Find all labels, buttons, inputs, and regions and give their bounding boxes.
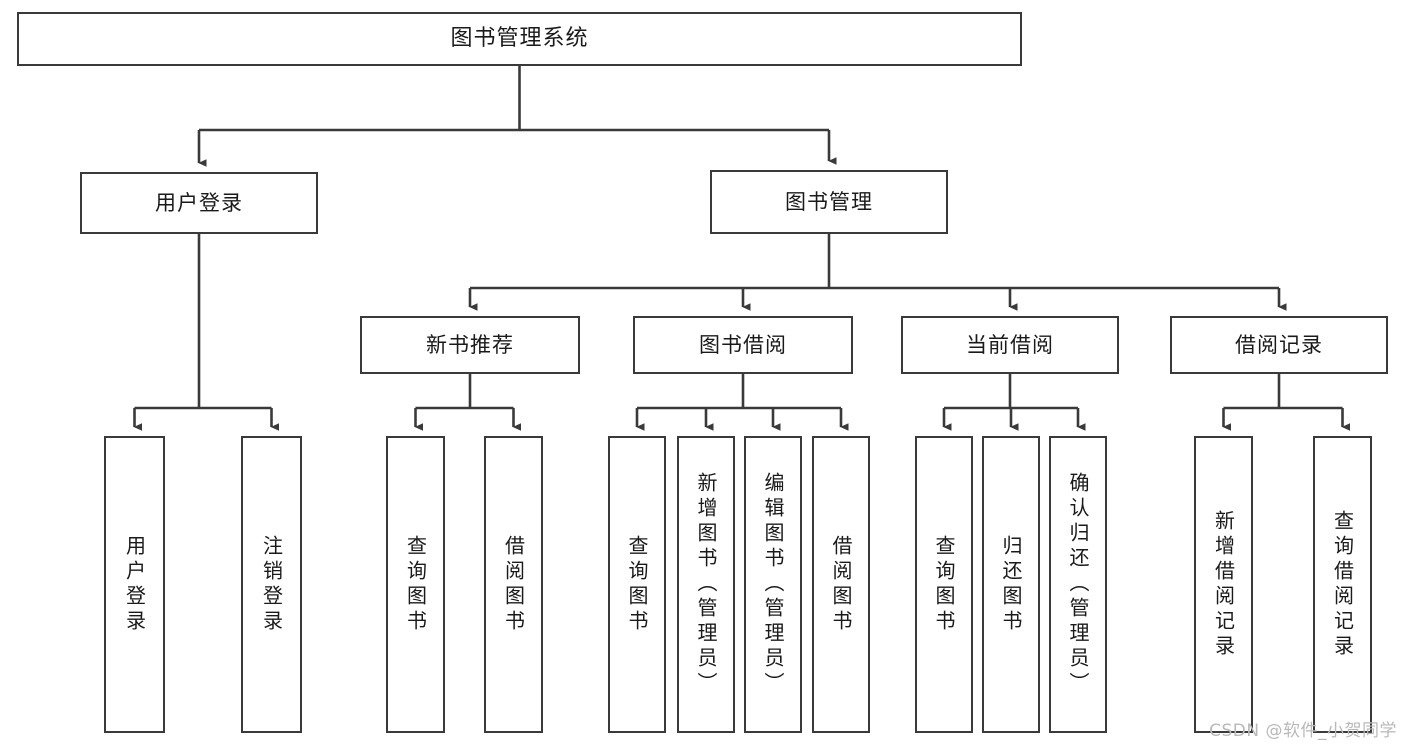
node-label: 新书推荐 (426, 332, 514, 357)
watermark: CSDN @软件_小贺同学 (1209, 721, 1397, 741)
node-label: 新增借阅记录 (1211, 509, 1236, 660)
node-label: 用户登录 (155, 190, 243, 215)
node-label: 确认归还（管理员） (1066, 472, 1090, 697)
node-label: 借阅图书 (829, 534, 853, 635)
node-bookmgmt[interactable]: 图书管理 (710, 170, 948, 234)
node-l-cb-query[interactable]: 查询图书 (915, 436, 973, 733)
node-l-logout[interactable]: 注销登录 (241, 436, 302, 733)
node-label: 编辑图书（管理员） (761, 472, 785, 697)
node-l-rc-query[interactable]: 查询借阅记录 (1313, 436, 1372, 733)
node-label: 借阅图书 (501, 534, 526, 635)
node-borrow[interactable]: 图书借阅 (633, 316, 853, 374)
node-root[interactable]: 图书管理系统 (17, 12, 1022, 66)
node-label: 查询借阅记录 (1330, 509, 1355, 660)
node-current[interactable]: 当前借阅 (901, 316, 1119, 374)
node-label: 图书管理系统 (450, 25, 589, 51)
node-records[interactable]: 借阅记录 (1170, 316, 1388, 374)
node-label: 图书借阅 (699, 332, 787, 357)
node-newbook[interactable]: 新书推荐 (360, 316, 580, 374)
node-label: 查询图书 (932, 534, 956, 635)
node-label: 归还图书 (999, 534, 1023, 635)
node-label: 借阅记录 (1235, 332, 1323, 357)
node-l-bw-borrow[interactable]: 借阅图书 (812, 436, 870, 733)
node-label: 查询图书 (403, 534, 428, 635)
node-l-bw-add[interactable]: 新增图书（管理员） (677, 436, 735, 733)
node-l-bw-query[interactable]: 查询图书 (608, 436, 666, 733)
node-l-cb-confirm[interactable]: 确认归还（管理员） (1049, 436, 1107, 733)
node-label: 新增图书（管理员） (694, 472, 718, 697)
node-label: 当前借阅 (966, 332, 1054, 357)
node-l-rc-add[interactable]: 新增借阅记录 (1194, 436, 1253, 733)
node-l-nb-borrow[interactable]: 借阅图书 (484, 436, 543, 733)
node-label: 图书管理 (785, 189, 873, 214)
node-label: 查询图书 (625, 534, 649, 635)
node-login[interactable]: 用户登录 (80, 172, 318, 234)
node-l-bw-edit[interactable]: 编辑图书（管理员） (744, 436, 802, 733)
node-l-cb-return[interactable]: 归还图书 (982, 436, 1040, 733)
node-l-login[interactable]: 用户登录 (104, 436, 165, 733)
node-label: 注销登录 (259, 534, 284, 635)
node-l-nb-query[interactable]: 查询图书 (386, 436, 445, 733)
node-label: 用户登录 (122, 534, 147, 635)
